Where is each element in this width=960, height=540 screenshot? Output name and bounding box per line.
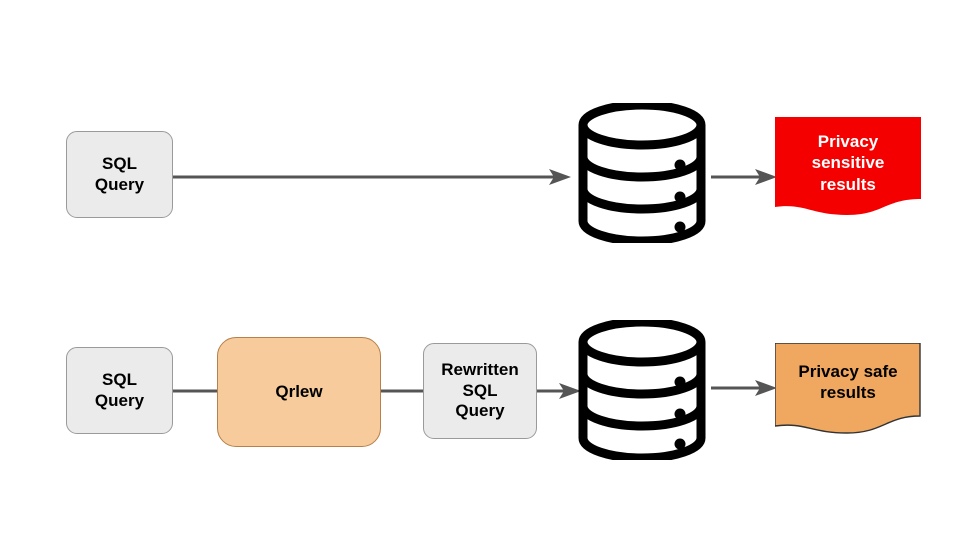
node-sql-query-top[interactable]: SQL Query [66, 131, 173, 218]
results-privacy-safe[interactable]: Privacy safe results [775, 343, 921, 437]
connector-database-to-results-bottom [711, 376, 779, 406]
results-privacy-safe-label: Privacy safe results [798, 362, 898, 403]
node-sql-query-bottom[interactable]: SQL Query [66, 347, 173, 434]
results-privacy-sensitive[interactable]: Privacy sensitive results [775, 117, 921, 217]
connector-sql-query-to-database-top [173, 160, 573, 200]
node-qrlew[interactable]: Qrlew [217, 337, 381, 447]
connector-database-to-results-top [711, 160, 779, 200]
results-privacy-sensitive-label: Privacy sensitive results [811, 132, 885, 194]
connector-qrlew-to-rewritten-query [381, 376, 423, 406]
connector-rewritten-query-to-database [537, 376, 582, 406]
database-icon-top [575, 103, 709, 243]
database-icon-bottom [575, 320, 709, 460]
connector-sql-query-to-qrlew [173, 376, 219, 406]
node-rewritten-sql-query[interactable]: Rewritten SQL Query [423, 343, 537, 439]
